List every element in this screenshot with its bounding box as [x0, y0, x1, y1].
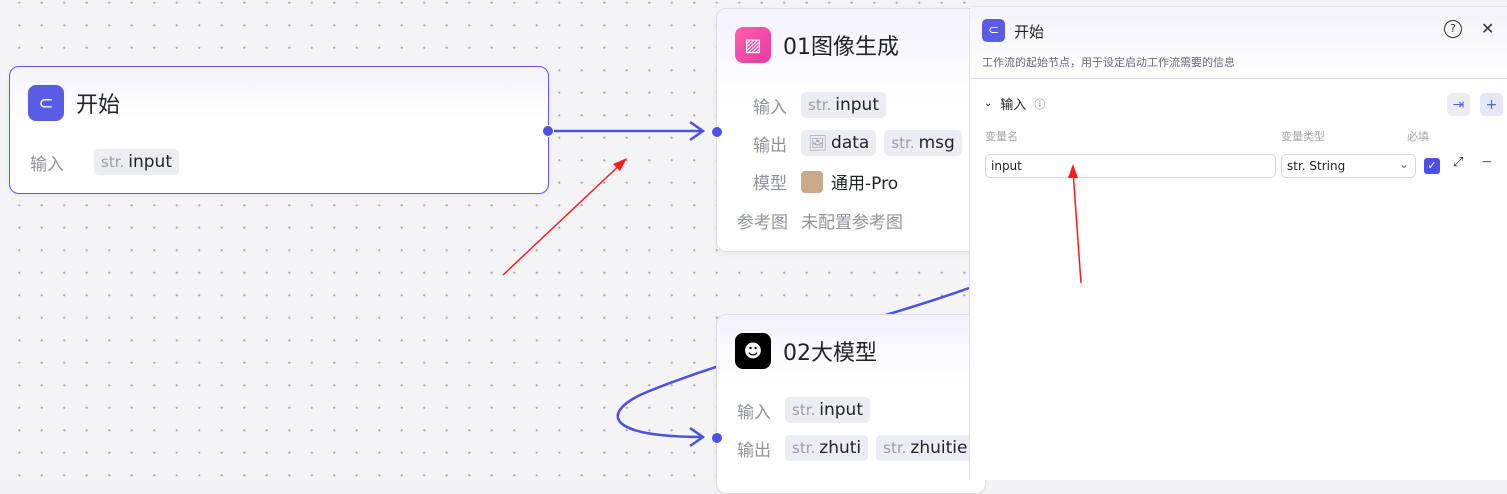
- image-generation-node[interactable]: ▨ 01图像生成 输入 str.input 输出 🖼data str.msg 模型 通用-…: [711, 8, 986, 252]
- annotation-arrow: [1068, 164, 1082, 284]
- remove-variable-icon[interactable]: −: [1481, 154, 1493, 170]
- node-title: 开始: [76, 93, 121, 118]
- ref-value: 未配置参考图: [801, 213, 903, 233]
- input-tag: str.input: [94, 149, 179, 175]
- close-icon[interactable]: ✕: [1481, 19, 1495, 38]
- output-label: 输出: [737, 440, 771, 461]
- output-port[interactable]: [542, 125, 554, 137]
- start-icon: ⊂: [28, 85, 64, 121]
- image-gen-icon: ▨: [735, 27, 771, 63]
- start-icon: ⊂: [982, 19, 1005, 42]
- output-tag: str.zhuitier: [876, 435, 982, 461]
- expand-icon[interactable]: ⤢: [1453, 155, 1464, 170]
- input-tag: str.input: [785, 397, 870, 423]
- input-label: 输入: [737, 402, 771, 423]
- llm-ghost-icon: ☻: [735, 333, 771, 369]
- node-title: 01图像生成: [783, 35, 899, 60]
- chevron-down-icon[interactable]: ⌄: [984, 98, 993, 109]
- annotation-arrow: [502, 159, 626, 276]
- input-label: 输入: [30, 154, 64, 175]
- info-icon: ⓘ: [1034, 97, 1046, 111]
- node-title: 02大模型: [783, 341, 877, 366]
- column-header-required: 必填: [1407, 130, 1429, 143]
- edge-arrowhead: [689, 120, 706, 142]
- output-tag: str.zhuti: [785, 435, 869, 461]
- input-port[interactable]: [711, 126, 723, 138]
- model-value: 通用-Pro: [831, 174, 899, 194]
- column-header-type: 变量类型: [1281, 130, 1325, 143]
- input-tag: str.input: [801, 92, 886, 118]
- model-avatar-icon: [801, 170, 823, 193]
- ref-label: 参考图: [737, 213, 788, 233]
- help-icon[interactable]: ?: [1444, 20, 1462, 38]
- output-tag: 🖼data: [801, 130, 877, 156]
- chevron-down-icon: ⌄: [1398, 157, 1409, 171]
- edge-arrowhead: [689, 426, 706, 448]
- section-title: 输入: [1000, 98, 1027, 113]
- input-port[interactable]: [711, 432, 723, 444]
- panel-title: 开始: [1014, 23, 1045, 41]
- image-icon: 🖼: [808, 134, 828, 152]
- import-button[interactable]: ⇥: [1447, 93, 1470, 116]
- panel-description: 工作流的起始节点，用于设定启动工作流需要的信息: [982, 56, 1235, 69]
- llm-node[interactable]: ☻ 02大模型 输入 str.input 输出 str.zhuti str.zhuiti…: [711, 314, 986, 494]
- model-label: 模型: [753, 174, 787, 194]
- input-label: 输入: [753, 97, 787, 118]
- add-variable-button[interactable]: +: [1480, 93, 1503, 116]
- variable-type-select[interactable]: str. String⌄: [1281, 154, 1416, 178]
- column-header-name: 变量名: [985, 130, 1018, 143]
- annotation-arrowhead: [613, 158, 627, 171]
- required-checkbox[interactable]: ✓: [1424, 158, 1440, 174]
- variable-name-input[interactable]: input: [985, 154, 1276, 178]
- start-node[interactable]: ⊂ 开始 输入 str.input: [9, 66, 554, 194]
- output-label: 输出: [753, 135, 787, 156]
- output-tag: str.msg: [884, 130, 962, 156]
